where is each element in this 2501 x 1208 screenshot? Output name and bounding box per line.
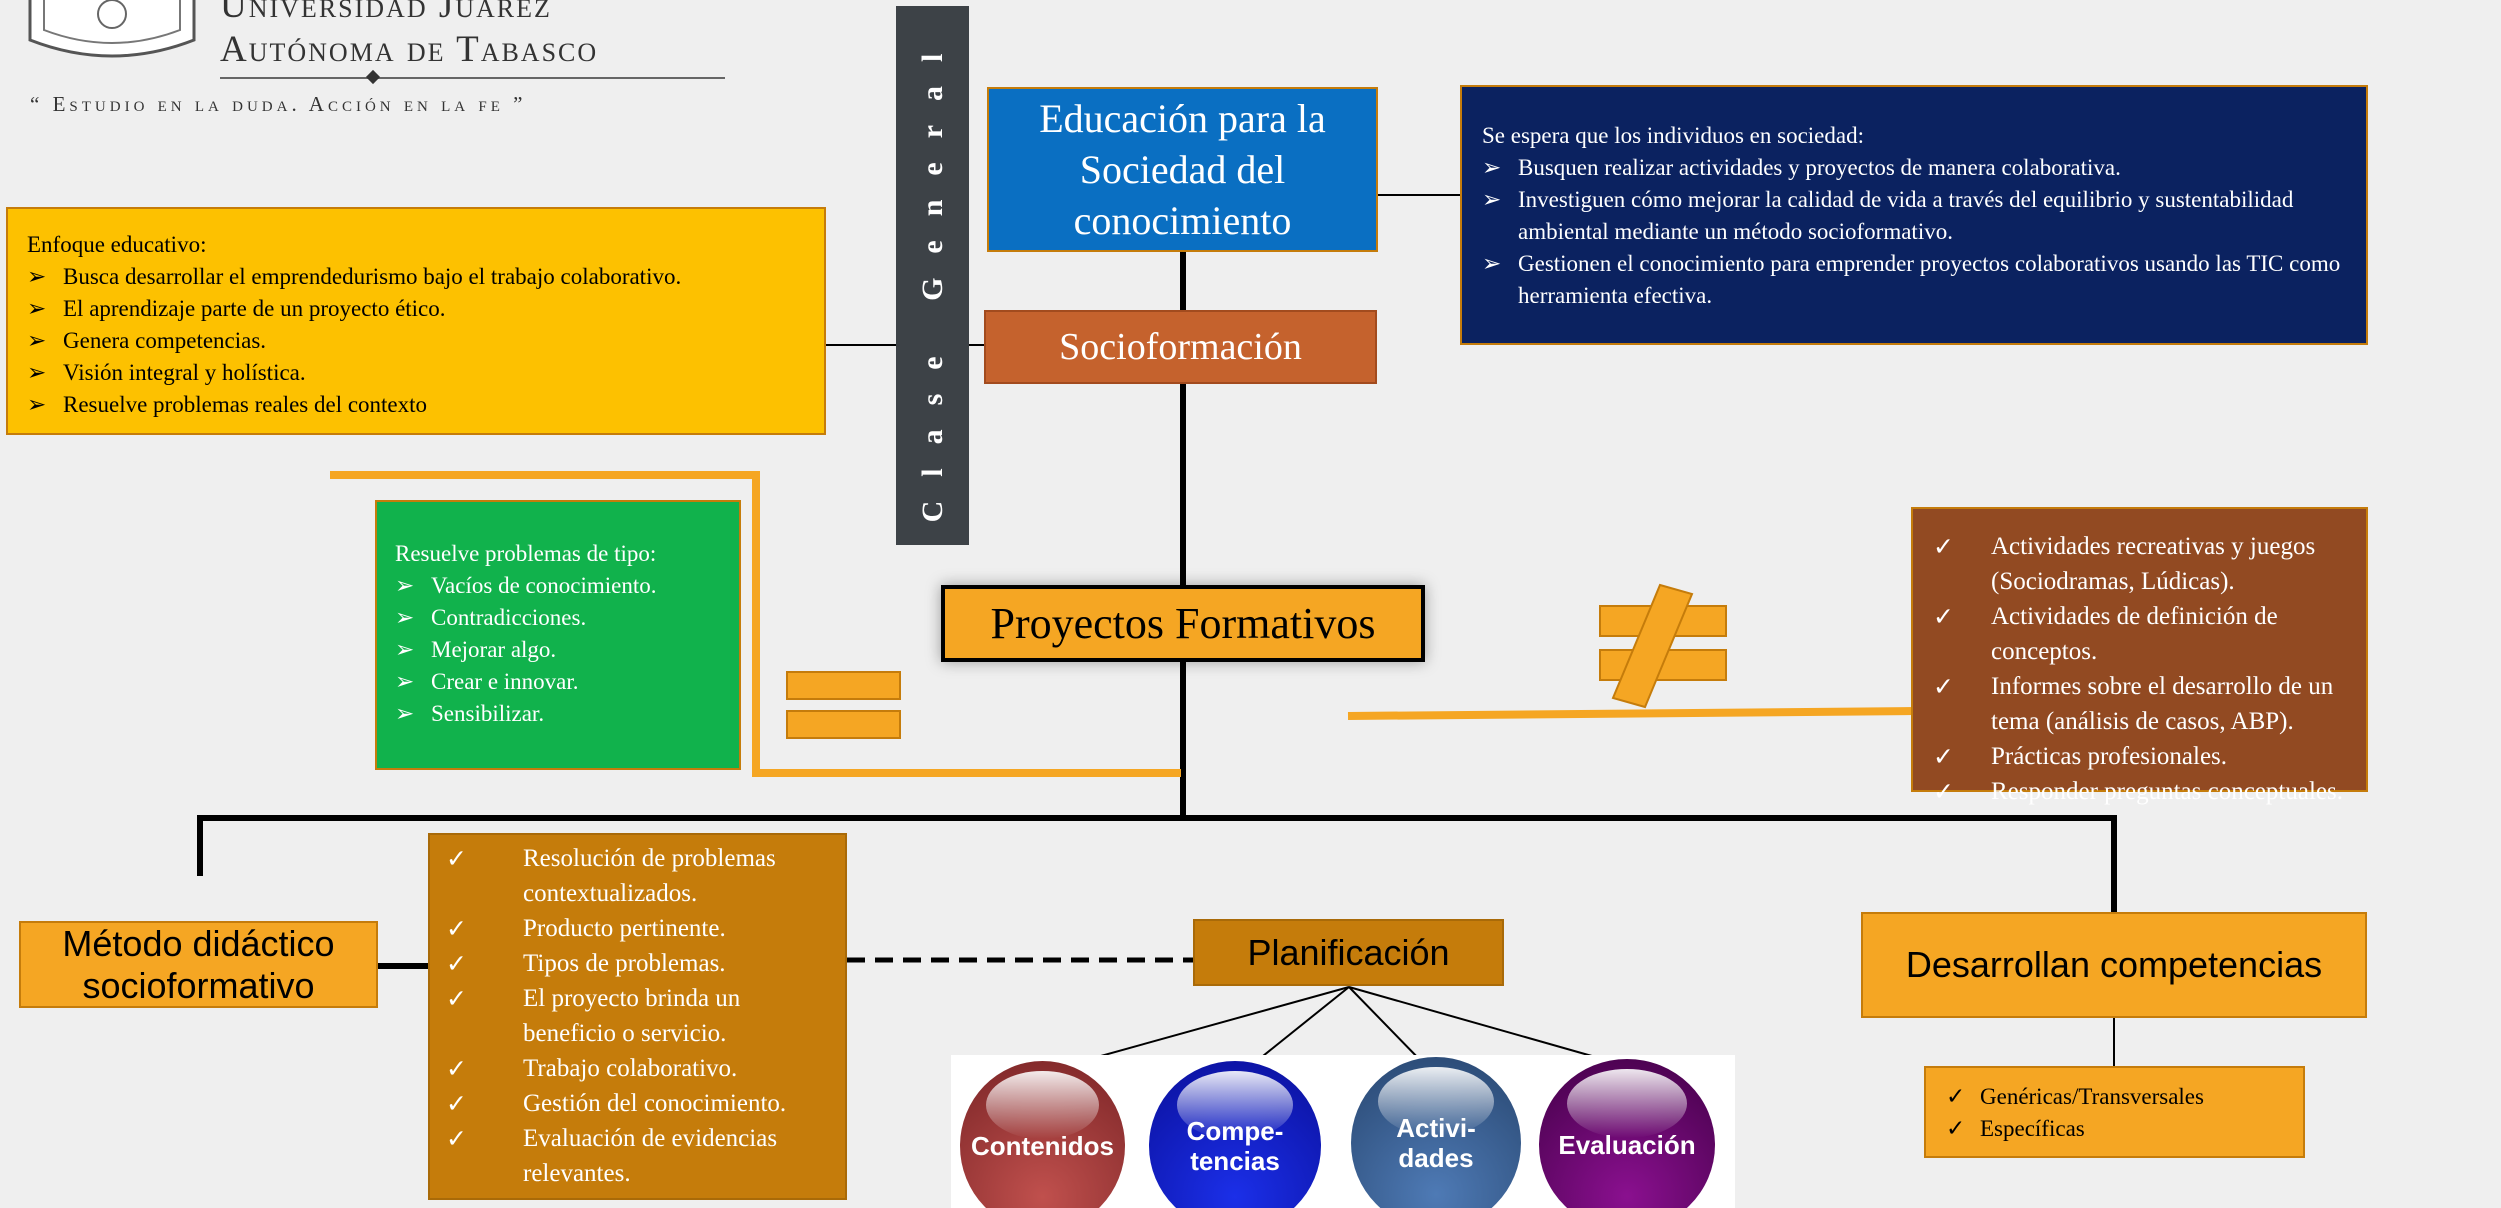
- approach-item: Busca desarrollar el emprendedurismo baj…: [27, 261, 804, 293]
- method-node: Método didáctico socioformativo: [19, 921, 378, 1008]
- activity-item: Informes sobre el desarrollo de un tema …: [1933, 669, 2354, 739]
- approach-box: Enfoque educativo: Busca desarrollar el …: [6, 207, 826, 435]
- problem-type-item: Mejorar algo.: [395, 634, 724, 666]
- activity-item: Prácticas profesionales.: [1933, 739, 2354, 774]
- planning-spheres-panel: Contenidos Compe- tencias Activi- dades …: [951, 1055, 1735, 1208]
- competency-type-item: Genéricas/Transversales: [1946, 1081, 2303, 1113]
- approach-intro: Enfoque educativo:: [27, 232, 207, 257]
- method-feature-item: Resolución de problemas contextualizados…: [446, 841, 837, 911]
- side-banner-text: Clase General: [915, 29, 949, 522]
- socioformation-node: Socioformación: [984, 310, 1377, 384]
- sphere-contents-label: Contenidos: [971, 1131, 1114, 1161]
- socioformation-label: Socioformación: [1059, 326, 1302, 368]
- equals-icon: [786, 671, 901, 739]
- method-feature-item: Evaluación de evidencias relevantes.: [446, 1121, 837, 1191]
- university-logo: Universidad Juárez Autónoma de Tabasco “…: [0, 0, 760, 130]
- approach-item: Genera competencias.: [27, 325, 804, 357]
- problem-type-item: Sensibilizar.: [395, 698, 724, 730]
- university-seal: [28, 0, 196, 58]
- problem-type-item: Vacíos de conocimiento.: [395, 570, 724, 602]
- expectation-item: Gestionen el conocimiento para emprender…: [1482, 248, 2346, 312]
- activity-item: Responder preguntas conceptuales.: [1933, 774, 2354, 809]
- competencies-types-box: Genéricas/TransversalesEspecíficas: [1924, 1066, 2305, 1158]
- competencies-label: Desarrollan competencias: [1905, 944, 2323, 985]
- approach-item: Visión integral y holística.: [27, 357, 804, 389]
- activities-box: Actividades recreativas y juegos (Sociod…: [1911, 507, 2368, 809]
- approach-list: Busca desarrollar el emprendedurismo baj…: [27, 261, 804, 421]
- formative-projects-node: Proyectos Formativos: [941, 585, 1425, 662]
- university-name: Universidad Juárez Autónoma de Tabasco: [220, 0, 760, 72]
- sphere-evaluation-label: Evaluación: [1558, 1130, 1696, 1160]
- expectations-intro: Se espera que los individuos en sociedad…: [1482, 123, 1864, 148]
- side-banner: Clase General: [896, 6, 969, 545]
- planning-node: Planificación: [1193, 919, 1504, 986]
- logo-diamond-icon: [365, 69, 381, 85]
- problem-type-item: Contradicciones.: [395, 602, 724, 634]
- sphere-competencies: Compe- tencias: [1149, 1061, 1321, 1208]
- method-features-list: Resolución de problemas contextualizados…: [446, 841, 837, 1191]
- university-name-line1: Universidad Juárez: [220, 0, 552, 26]
- method-feature-item: Producto pertinente.: [446, 911, 837, 946]
- university-motto: “ Estudio en la duda. Acción en la fe ”: [30, 92, 527, 116]
- method-feature-item: Trabajo colaborativo.: [446, 1051, 837, 1086]
- sphere-contents: Contenidos: [960, 1061, 1125, 1208]
- problem-type-item: Crear e innovar.: [395, 666, 724, 698]
- approach-item: El aprendizaje parte de un proyecto étic…: [27, 293, 804, 325]
- competencies-node: Desarrollan competencias: [1861, 912, 2367, 1018]
- expectation-item: Busquen realizar actividades y proyectos…: [1482, 152, 2346, 184]
- formative-projects-label: Proyectos Formativos: [990, 599, 1376, 648]
- education-society-label: Educación para la Sociedad del conocimie…: [1039, 96, 1326, 243]
- problems-box: Resuelve problemas de tipo: Vacíos de co…: [375, 500, 741, 770]
- competency-type-item: Específicas: [1946, 1113, 2303, 1145]
- method-feature-item: Tipos de problemas.: [446, 946, 837, 981]
- method-feature-item: Gestión del conocimiento.: [446, 1086, 837, 1121]
- expectations-list: Busquen realizar actividades y proyectos…: [1482, 152, 2346, 312]
- method-label: Método didáctico socioformativo: [62, 922, 335, 1006]
- activities-list: Actividades recreativas y juegos (Sociod…: [1933, 529, 2354, 809]
- problems-intro: Resuelve problemas de tipo:: [395, 541, 657, 566]
- approach-item: Resuelve problemas reales del contexto: [27, 389, 804, 421]
- not-equal-icon: [1599, 583, 1727, 709]
- sphere-competencies-label: Compe- tencias: [1186, 1116, 1284, 1176]
- university-name-line2: Autónoma de Tabasco: [220, 29, 599, 70]
- sphere-activities-label: Activi- dades: [1396, 1113, 1476, 1173]
- problems-list: Vacíos de conocimiento.Contradicciones.M…: [395, 570, 724, 730]
- planning-label: Planificación: [1247, 931, 1450, 973]
- sphere-evaluation: Evaluación: [1539, 1059, 1715, 1208]
- expectation-item: Investiguen cómo mejorar la calidad de v…: [1482, 184, 2346, 248]
- expectations-box: Se espera que los individuos en sociedad…: [1460, 85, 2368, 345]
- competencies-types-list: Genéricas/TransversalesEspecíficas: [1946, 1081, 2303, 1145]
- method-feature-item: El proyecto brinda un beneficio o servic…: [446, 981, 837, 1051]
- method-features-box: Resolución de problemas contextualizados…: [428, 833, 847, 1200]
- education-society-node: Educación para la Sociedad del conocimie…: [987, 87, 1378, 252]
- activity-item: Actividades de definición de conceptos.: [1933, 599, 2354, 669]
- activity-item: Actividades recreativas y juegos (Sociod…: [1933, 529, 2354, 599]
- logo-divider: [220, 77, 725, 79]
- sphere-activities: Activi- dades: [1351, 1057, 1521, 1208]
